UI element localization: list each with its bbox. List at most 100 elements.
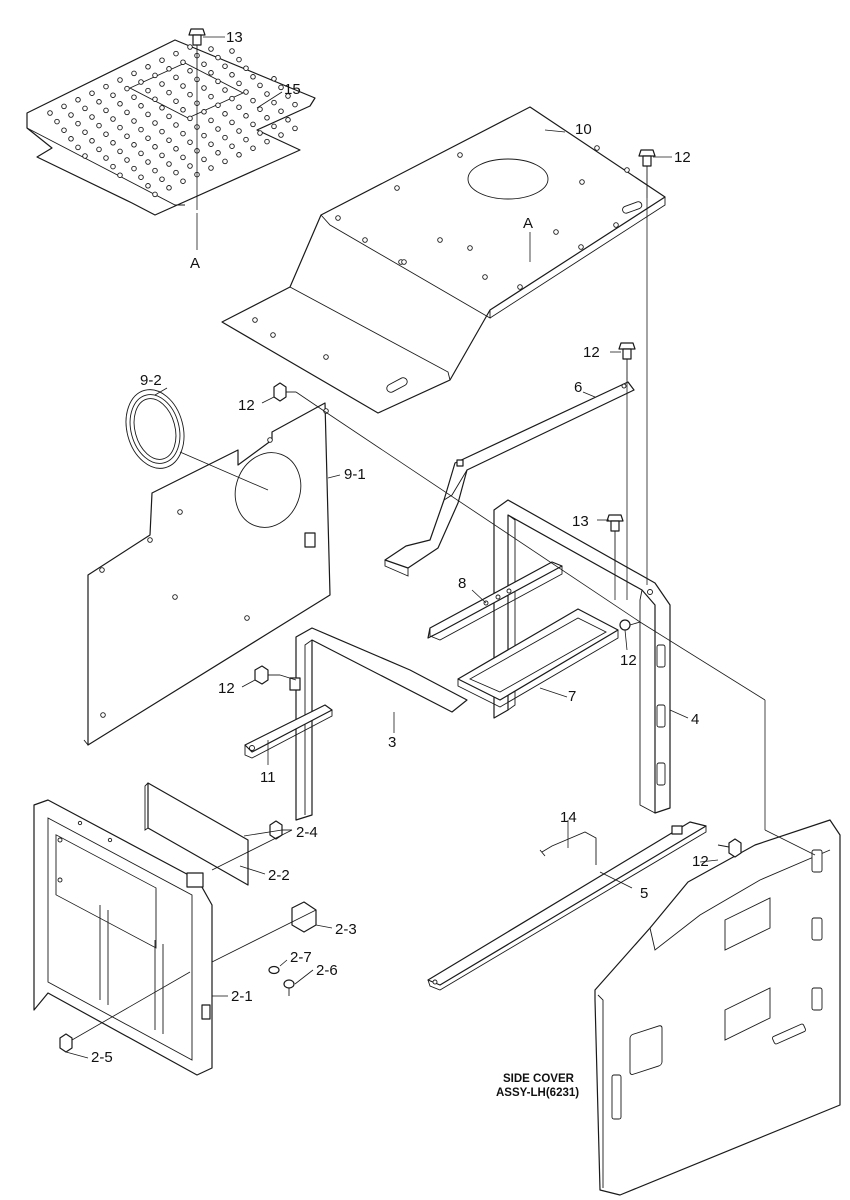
mat-perforation (68, 112, 74, 118)
mat-perforation (187, 163, 193, 169)
callout-2-3: 2-3 (335, 921, 357, 938)
mat-perforation (208, 141, 214, 147)
mat-perforation (103, 131, 109, 137)
mat-perforation (145, 111, 151, 118)
mat-perforation (208, 165, 214, 171)
mat-perforation (243, 65, 249, 71)
callout-12-bracket: 12 (620, 652, 637, 669)
plate-hole (613, 222, 619, 228)
mat-perforation (138, 103, 144, 109)
mat-perforation (117, 77, 123, 83)
bolt-13-top (188, 28, 206, 70)
washer-2-7 (268, 965, 280, 975)
part-14-clip (539, 831, 597, 865)
bolt-12-frame (254, 665, 280, 685)
mat-perforation (173, 122, 179, 128)
mat-perforation (61, 127, 67, 133)
callout-2-2: 2-2 (268, 867, 290, 884)
part-11-bracket (244, 704, 333, 759)
callout-2-6: 2-6 (316, 962, 338, 979)
mat-perforation (103, 83, 109, 90)
mat-perforation (138, 174, 144, 180)
part-15-floor-mat (26, 39, 316, 216)
mat-perforation (187, 115, 193, 122)
callout-3: 3 (388, 734, 396, 751)
mat-perforation (82, 105, 88, 112)
mat-perforation (117, 172, 123, 178)
mat-perforation (173, 98, 179, 104)
mat-perforation (173, 50, 179, 57)
mat-perforation (152, 120, 158, 126)
mat-perforation (229, 72, 235, 78)
callout-2-5: 2-5 (91, 1049, 113, 1066)
mat-perforation (180, 83, 186, 89)
mat-perforation (173, 169, 179, 176)
mat-perforation (215, 126, 221, 132)
callout-13: 13 (226, 29, 243, 46)
bolt-13-mid (606, 514, 624, 570)
plate-hole (624, 167, 630, 173)
mat-perforation (117, 148, 123, 155)
mat-perforation (264, 91, 270, 97)
mat-perforation (201, 85, 207, 91)
callout-12-frame: 12 (218, 680, 235, 697)
plate-hole (457, 152, 463, 158)
mat-perforation (152, 167, 158, 174)
mat-perforation (264, 138, 270, 145)
mat-perforation (257, 106, 263, 112)
mat-perforation (166, 89, 172, 96)
fasteners (59, 28, 742, 1053)
mat-perforation (103, 107, 109, 114)
part-9-1-side-panel (83, 402, 331, 746)
mat-perforation (110, 116, 116, 122)
bolt-2-5 (59, 1033, 73, 1053)
mat-perforation (222, 87, 228, 93)
mat-perforation (152, 96, 158, 102)
mat-perforation (201, 61, 207, 67)
mat-perforation (278, 84, 284, 91)
mat-perforation (257, 82, 263, 89)
mat-perforation (159, 128, 165, 135)
mat-perforation (243, 113, 249, 119)
mat-perforation (96, 99, 102, 105)
mat-perforation (159, 57, 165, 63)
plate-hole (517, 284, 523, 290)
mat-perforation (215, 78, 221, 85)
plate-hole (252, 317, 258, 323)
mat-perforation (145, 87, 151, 94)
assembly-lines (71, 70, 816, 1041)
plate-hole (270, 332, 276, 338)
plate-hole (482, 274, 488, 280)
plate-hole (553, 229, 559, 235)
callout-labels: 13 15 A 10 12 A 12 9-2 12 6 9-1 13 8 12 … (91, 29, 709, 1099)
mat-perforation (47, 110, 53, 116)
callout-a-plate: A (523, 215, 533, 232)
mat-perforation (271, 76, 277, 82)
mat-perforation (208, 93, 214, 100)
callout-2-4: 2-4 (296, 824, 318, 841)
plate-hole (437, 237, 443, 243)
mat-perforation (145, 135, 151, 141)
mat-perforation (131, 94, 137, 100)
mat-perforation (117, 101, 123, 107)
plate-hole (578, 244, 584, 250)
mat-perforation (271, 99, 277, 106)
plate-hole (401, 259, 407, 265)
mat-perforation (257, 130, 263, 136)
callout-11: 11 (260, 769, 276, 786)
mat-perforation (152, 72, 158, 79)
mat-perforation (103, 155, 109, 161)
mat-perforation (180, 130, 186, 137)
mat-perforation (110, 140, 116, 146)
mat-perforation (264, 115, 270, 121)
mat-perforation (222, 158, 228, 165)
mat-perforation (285, 93, 291, 99)
mat-perforation (229, 119, 235, 126)
mat-perforation (250, 74, 256, 80)
callout-13-mid: 13 (572, 513, 589, 530)
mat-perforation (271, 123, 277, 130)
plate-hole (594, 145, 600, 151)
mat-perforation (215, 54, 221, 61)
mat-perforation (96, 146, 102, 153)
